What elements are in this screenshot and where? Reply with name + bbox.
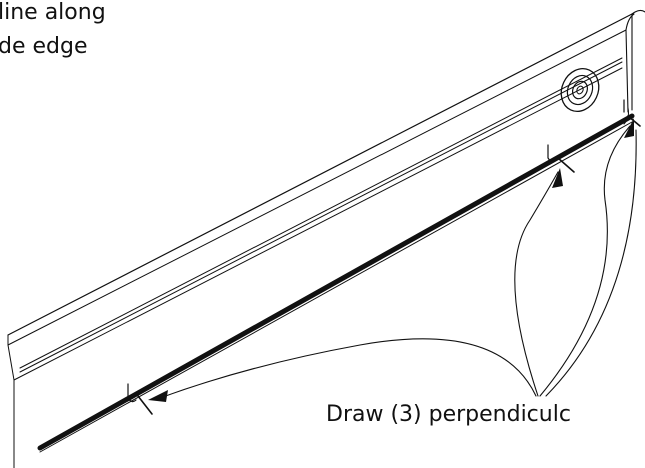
panel-left-end [7, 334, 15, 468]
arrowhead-right [624, 118, 634, 138]
top-label-line-2: de edge [0, 34, 88, 59]
perpendicular-tick-middle [547, 144, 557, 163]
leader-line-right-2 [545, 129, 637, 397]
panel-top-edge [7, 13, 633, 336]
panel-face-line [13, 67, 623, 381]
arrowhead-middle [552, 168, 563, 188]
perpendicular-tick-left [127, 383, 137, 403]
panel-bevel-line-2 [19, 61, 623, 373]
leader-line-right [539, 125, 631, 397]
tick-mark-left [137, 395, 153, 415]
leader-line-left [159, 338, 537, 399]
arrowhead-left [148, 390, 168, 402]
tick-mark-middle [557, 157, 575, 173]
leader-line-middle [514, 171, 559, 397]
callout-label: Draw (3) perpendiculc [326, 402, 571, 427]
thick-edge-line [37, 113, 635, 451]
panel-bevel-line-1 [19, 57, 623, 369]
panel-inner-edge-1 [7, 29, 627, 346]
circular-fitting-icon [560, 68, 600, 112]
panel-right-end [625, 9, 645, 113]
top-label-line-1: line along [0, 0, 106, 25]
